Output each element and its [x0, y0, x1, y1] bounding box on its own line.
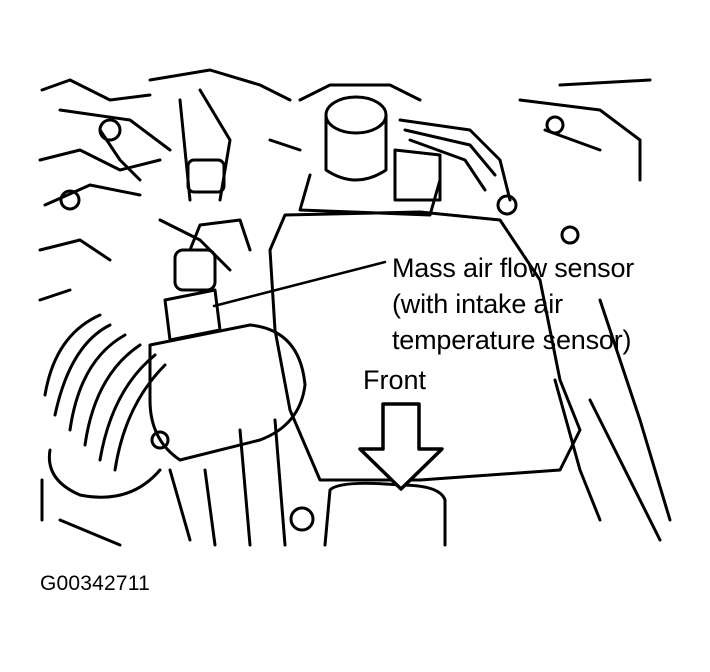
intake-bellows [43, 313, 167, 499]
callout-line-3: temperature sensor) [392, 325, 632, 355]
front-label: Front [363, 365, 427, 395]
engine-bay-background [38, 68, 315, 547]
mass-air-flow-sensor-label: Mass air flow sensor (with intake air te… [392, 250, 634, 358]
front-arrow [358, 402, 444, 491]
figure-id: G00342711 [40, 572, 151, 595]
callout-line-1: Mass air flow sensor [392, 253, 635, 283]
brake-reservoir [268, 78, 652, 245]
callout-line-2: (with intake air [392, 289, 563, 319]
mass-air-flow-sensor [148, 218, 307, 462]
callout-leader-line [212, 260, 387, 308]
